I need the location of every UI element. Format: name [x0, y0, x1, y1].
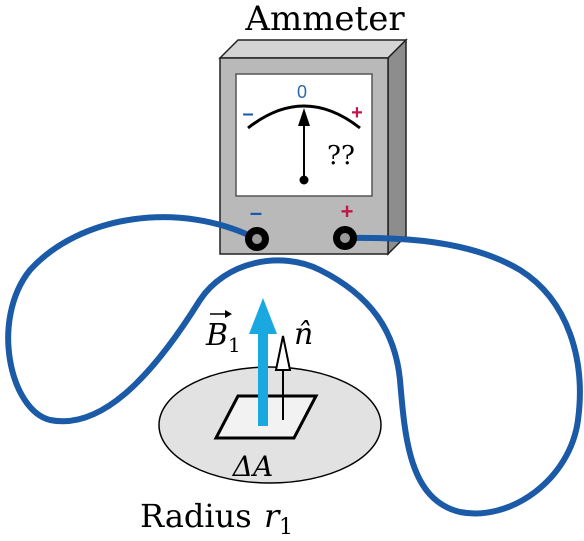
ammeter-title: Ammeter [244, 0, 405, 39]
radius-label-subscript: 1 [279, 515, 293, 540]
field-label: B 1 [205, 310, 241, 357]
case-side-face [387, 38, 407, 256]
field-label-symbol: B [205, 318, 228, 353]
field-label-vector-head [225, 310, 232, 318]
terminal-plus [333, 226, 357, 250]
meter-minus-label: – [242, 103, 253, 125]
ammeter-case: 0 – + ?? – + [218, 38, 408, 256]
meter-plus-label: + [351, 102, 363, 124]
radius-label-word: Radius [140, 497, 252, 535]
meter-reading: ?? [327, 141, 355, 171]
field-arrow-head [249, 298, 277, 334]
normal-label: n̂ [294, 317, 313, 352]
area-label: ΔA [232, 450, 273, 483]
meter-scale-arc [247, 104, 361, 130]
wire-loop [5, 214, 583, 517]
normal-vector-head [274, 335, 292, 371]
field-arrow-shaft [258, 326, 268, 426]
meter-needle-pivot [299, 175, 309, 185]
radius-label: Radius r 1 [140, 497, 293, 540]
meter-needle-tip [298, 108, 310, 126]
meter-zero-label: 0 [297, 82, 307, 102]
terminal-plus-label: + [341, 199, 354, 224]
field-label-subscript: 1 [228, 333, 241, 357]
terminal-minus [245, 227, 269, 251]
terminal-minus-label: – [250, 200, 262, 225]
case-top-face [218, 39, 408, 59]
radius-label-symbol: r [264, 497, 281, 535]
